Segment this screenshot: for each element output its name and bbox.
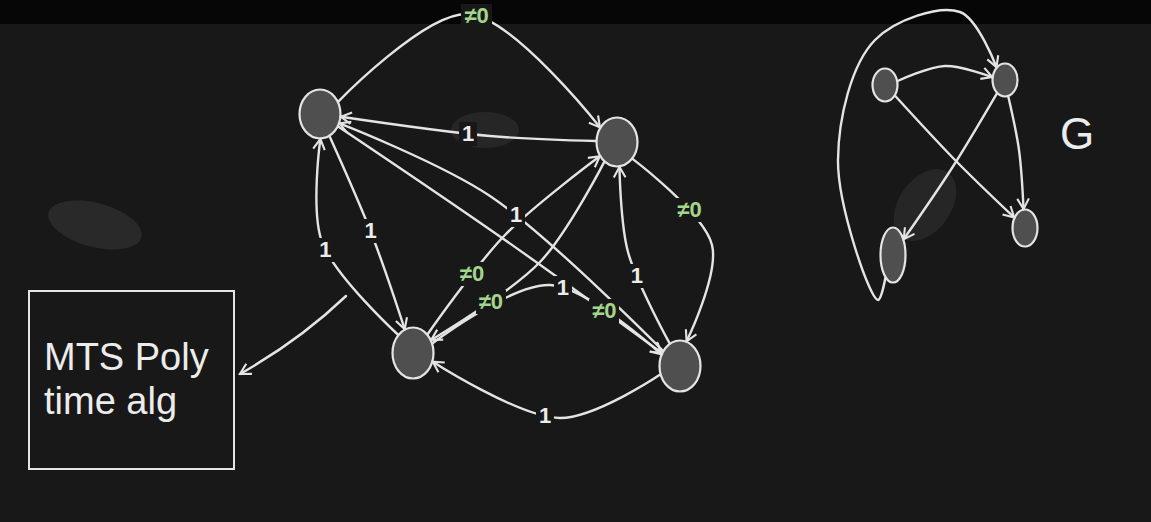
vertex-circle bbox=[597, 118, 638, 167]
edge-weight: 1 bbox=[316, 238, 334, 262]
vertex-outline bbox=[391, 326, 435, 380]
vertex-circle bbox=[881, 228, 906, 283]
vertex-circle bbox=[660, 341, 701, 392]
vertex-circle bbox=[393, 328, 434, 379]
vertex-outline bbox=[658, 339, 702, 393]
edge-weight: ≠0 bbox=[461, 4, 491, 28]
vertex-outline bbox=[595, 116, 639, 168]
edge-weight: ≠0 bbox=[674, 198, 704, 222]
graph-arc bbox=[428, 156, 600, 334]
graph-vertex bbox=[871, 67, 899, 103]
edge-weight: 1 bbox=[507, 203, 525, 227]
graph-vertex bbox=[595, 116, 639, 168]
edge-weight: ≠0 bbox=[589, 299, 619, 323]
edge-weight: ≠0 bbox=[476, 290, 506, 314]
vertex-outline bbox=[879, 226, 907, 284]
edge-weight: 1 bbox=[628, 264, 646, 288]
graph-vertex bbox=[1011, 208, 1039, 248]
vertex-outline bbox=[1011, 208, 1039, 248]
vertex-outline bbox=[991, 62, 1019, 98]
edge-weight: 1 bbox=[361, 219, 379, 243]
graph-arc bbox=[330, 136, 405, 329]
graph-arc bbox=[431, 162, 604, 340]
graph-name: G bbox=[1060, 112, 1094, 156]
graph-vertex bbox=[658, 339, 702, 393]
graph-vertex bbox=[879, 226, 907, 284]
graph-arc bbox=[316, 139, 398, 335]
vertex-circle bbox=[300, 90, 341, 139]
graph-arc bbox=[895, 96, 1014, 218]
vertex-outline bbox=[871, 67, 899, 103]
graph-vertex bbox=[298, 88, 342, 140]
edge-weight: 1 bbox=[536, 404, 554, 428]
edge-weight: ≠0 bbox=[457, 262, 487, 286]
vertex-circle bbox=[1013, 210, 1038, 247]
graph-arc bbox=[838, 10, 996, 300]
vertex-circle bbox=[993, 64, 1018, 97]
process-box: MTS Poly time alg bbox=[28, 290, 235, 470]
graph-arc bbox=[904, 93, 997, 239]
graph-arc bbox=[898, 66, 993, 81]
board-top-edge bbox=[0, 0, 1151, 24]
graph-arc bbox=[633, 159, 714, 341]
graph-arc bbox=[338, 14, 600, 127]
graph-arc bbox=[432, 285, 661, 354]
chalk-smudge bbox=[43, 191, 147, 258]
node-text: MTS Poly time alg bbox=[44, 336, 219, 423]
chalk-smudge bbox=[451, 112, 519, 148]
graph-vertex bbox=[991, 62, 1019, 98]
vertex-outline bbox=[298, 88, 342, 140]
pointer-arrow bbox=[240, 296, 346, 374]
vertex-circle bbox=[873, 69, 898, 102]
graph-arc bbox=[1008, 96, 1023, 209]
edge-weight: 1 bbox=[459, 122, 477, 146]
edge-weight: 1 bbox=[554, 276, 572, 300]
graph-vertex bbox=[391, 326, 435, 380]
